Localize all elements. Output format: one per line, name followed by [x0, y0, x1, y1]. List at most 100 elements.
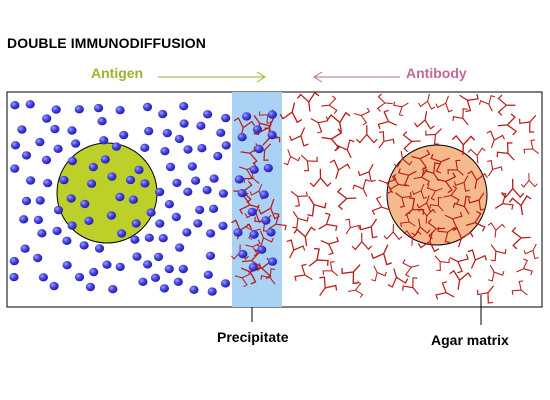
- antigen-dot: [267, 257, 278, 266]
- antibody-mark: [434, 255, 450, 272]
- antigen-dot: [207, 287, 217, 296]
- antigen-dot: [195, 205, 205, 215]
- antibody-molecules: [230, 91, 540, 304]
- antigen-dot: [53, 144, 63, 153]
- antigen-dot: [35, 196, 45, 205]
- antigen-dot: [74, 272, 85, 282]
- antigen-dot: [33, 215, 44, 225]
- antibody-mark: [490, 244, 507, 262]
- antibody-mark: [234, 270, 251, 288]
- antibody-mark: [467, 170, 488, 190]
- antigen-dot: [209, 204, 219, 213]
- antigen-dot: [221, 141, 231, 150]
- antibody-mark: [518, 115, 537, 133]
- antibody-mark: [476, 285, 495, 304]
- antibody-mark: [345, 218, 360, 235]
- antigen-dot: [94, 103, 104, 113]
- antibody-mark: [497, 94, 516, 116]
- antigen-dot: [158, 109, 168, 119]
- antigen-dot: [218, 221, 228, 231]
- antigen-dot: [213, 151, 223, 161]
- antigen-dot: [53, 205, 64, 215]
- antibody-mark: [393, 101, 409, 117]
- antigen-dot: [59, 175, 69, 185]
- antigen-dot: [10, 164, 20, 173]
- antibody-mark: [400, 212, 416, 228]
- antigen-dot: [237, 189, 247, 198]
- antigen-dot: [43, 178, 53, 188]
- antigen-dot: [221, 113, 231, 123]
- antibody-mark: [494, 192, 514, 210]
- antibody-mark: [307, 195, 327, 217]
- antigen-dot: [146, 208, 156, 217]
- antigen-dot: [108, 285, 118, 294]
- antigen-dot: [248, 263, 258, 272]
- antibody-mark: [300, 154, 318, 172]
- antigen-dot: [202, 185, 212, 195]
- antigen-dot: [131, 219, 141, 228]
- antibody-mark: [294, 263, 313, 282]
- antibody-mark: [327, 111, 351, 133]
- antibody-mark: [383, 223, 403, 241]
- antigen-dot: [155, 219, 165, 228]
- antigen-dot: [115, 106, 125, 115]
- antigen-dot: [130, 235, 140, 244]
- antibody-mark: [398, 168, 417, 187]
- antibody-mark: [449, 269, 472, 290]
- antigen-dot: [42, 114, 52, 123]
- antigen-dot: [183, 145, 193, 154]
- antibody-mark: [452, 227, 474, 248]
- antigen-dot: [35, 137, 45, 147]
- antigen-dot: [88, 162, 98, 172]
- antigen-dot: [25, 100, 35, 109]
- antibody-mark: [488, 264, 505, 282]
- antigen-dot: [144, 126, 154, 136]
- antigen-dot: [175, 243, 185, 252]
- antibody-mark: [523, 139, 540, 155]
- antibody-mark: [459, 93, 479, 113]
- antigen-dot: [216, 128, 226, 137]
- antigen-dot: [206, 229, 216, 238]
- antigen-dot: [249, 165, 259, 174]
- antigen-dot: [106, 211, 116, 220]
- antibody-mark: [402, 131, 421, 153]
- antibody-mark: [268, 212, 287, 231]
- antigen-dot: [155, 187, 165, 197]
- antibody-mark: [377, 109, 398, 130]
- antibody-mark: [447, 159, 464, 176]
- antigen-dot: [26, 176, 36, 185]
- antigen-dot: [153, 252, 164, 262]
- antibody-mark: [260, 268, 276, 285]
- antigen-dot: [178, 264, 188, 274]
- antibody-mark: [320, 236, 340, 256]
- antigen-dot: [174, 134, 184, 144]
- antigen-dot: [111, 142, 121, 151]
- antibody-mark: [357, 163, 376, 183]
- antigen-dot: [52, 226, 62, 236]
- antibody-mark: [422, 162, 440, 182]
- antigen-dot: [150, 273, 161, 282]
- antigen-dot: [263, 163, 273, 173]
- antibody-mark: [329, 159, 351, 180]
- antibody-mark: [425, 128, 442, 145]
- antigen-dot: [107, 172, 117, 181]
- antibody-label: Antibody: [406, 65, 467, 81]
- antigen-dot: [41, 155, 52, 165]
- antibody-mark: [427, 218, 446, 240]
- antibody-mark: [296, 91, 320, 112]
- antigen-dot: [67, 221, 77, 230]
- antigen-dot: [259, 190, 269, 199]
- antigen-dot: [9, 272, 19, 282]
- antigen-dot: [10, 101, 20, 110]
- antigen-dot: [80, 199, 90, 209]
- antibody-mark: [318, 212, 338, 231]
- antigen-dot: [173, 277, 183, 286]
- antibody-mark: [486, 130, 505, 149]
- antigen-dot: [51, 105, 61, 114]
- antigen-dot: [74, 105, 84, 114]
- antibody-mark: [411, 149, 431, 171]
- antigen-dot: [220, 279, 231, 288]
- antigen-dot: [242, 112, 252, 121]
- antigen-dot: [158, 234, 168, 243]
- antigen-dot: [162, 128, 172, 138]
